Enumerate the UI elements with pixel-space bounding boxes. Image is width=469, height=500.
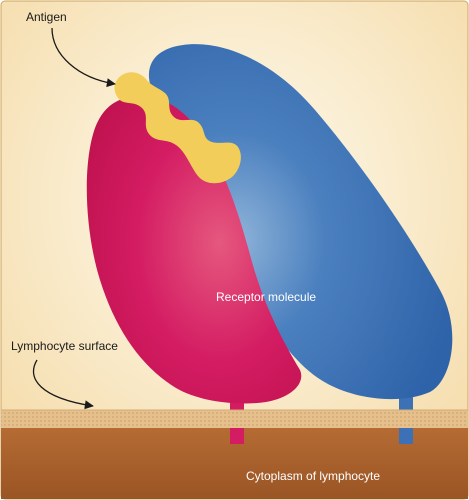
antigen-arrow <box>51 27 116 88</box>
receptor-molecule-label: Receptor molecule <box>216 290 317 304</box>
antigen-shape <box>114 72 241 184</box>
antigen-label: Antigen <box>26 10 67 24</box>
cytoplasm-label: Cytoplasm of lymphocyte <box>246 469 381 483</box>
surface-arrow <box>32 359 94 410</box>
lymphocyte-surface-label: Lymphocyte surface <box>11 339 118 353</box>
blue-receptor-chain <box>148 44 453 400</box>
pink-receptor-chain <box>86 95 302 404</box>
lymphocyte-membrane <box>1 410 468 428</box>
